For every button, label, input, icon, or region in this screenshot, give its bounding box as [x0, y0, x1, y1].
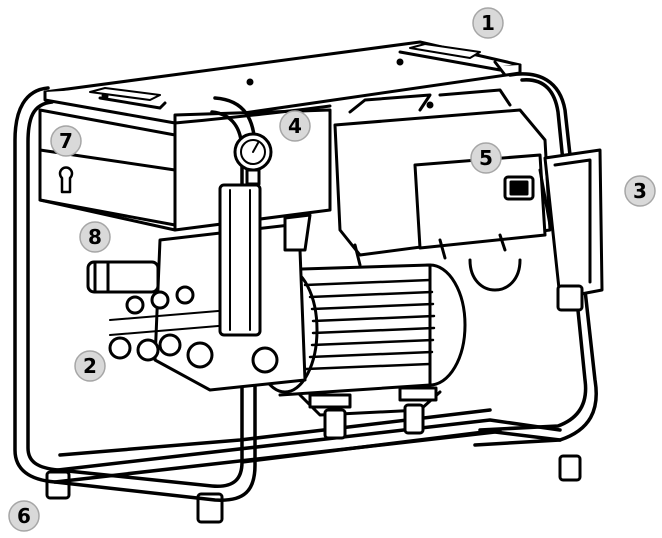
callout-label: 7 — [59, 129, 73, 153]
motor-fins — [303, 278, 436, 371]
callout-label: 2 — [83, 354, 97, 378]
control-box — [333, 88, 552, 292]
callout-label: 6 — [17, 504, 31, 528]
callout-label: 8 — [88, 225, 102, 249]
callout-label: 5 — [479, 146, 493, 170]
foot-front-left — [45, 470, 71, 500]
callout-label: 3 — [633, 179, 647, 203]
foot-rear-right — [558, 454, 582, 482]
callout-7: 7 — [50, 125, 82, 157]
callout-8: 8 — [79, 221, 111, 253]
callout-label: 1 — [481, 11, 495, 35]
callout-5: 5 — [470, 142, 502, 174]
callout-4: 4 — [279, 110, 311, 142]
cord-holder — [538, 148, 604, 312]
callout-3: 3 — [624, 175, 656, 207]
callout-2: 2 — [74, 350, 106, 382]
callout-label: 4 — [288, 114, 302, 138]
pressure-gauge — [233, 132, 273, 186]
callout-6: 6 — [8, 500, 40, 532]
callout-1: 1 — [472, 7, 504, 39]
pump-assembly — [86, 183, 312, 392]
keyhole-icon — [58, 166, 74, 194]
